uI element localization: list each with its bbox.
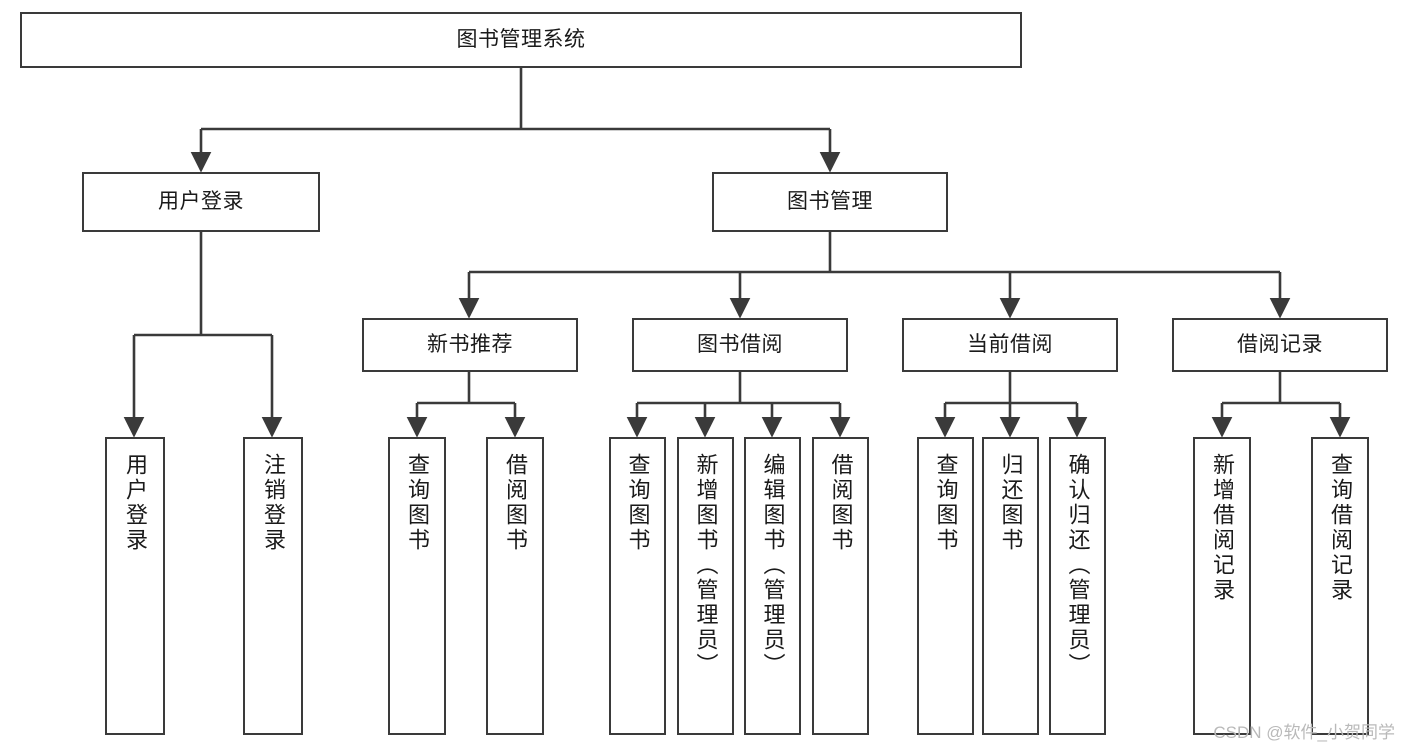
- node-root[interactable]: 图书管理系统: [20, 12, 1022, 68]
- node-add-borrow-record-label: 新增借阅记录: [1210, 453, 1235, 603]
- node-borrow-book-1[interactable]: 借阅图书: [486, 437, 544, 735]
- node-new-book-recommend-label: 新书推荐: [427, 332, 513, 356]
- node-current-borrow-label: 当前借阅: [967, 332, 1053, 356]
- node-book-borrow-label: 图书借阅: [697, 332, 783, 356]
- node-borrow-book-1-label: 借阅图书: [503, 453, 528, 553]
- node-borrow-book-2[interactable]: 借阅图书: [812, 437, 869, 735]
- node-book-manage[interactable]: 图书管理: [712, 172, 948, 232]
- node-confirm-return-admin[interactable]: 确认归还（管理员）: [1049, 437, 1106, 735]
- node-query-book-2[interactable]: 查询图书: [609, 437, 666, 735]
- node-confirm-return-admin-label: 确认归还（管理员）: [1065, 453, 1091, 678]
- node-query-borrow-record-label: 查询借阅记录: [1328, 453, 1353, 603]
- node-borrow-record[interactable]: 借阅记录: [1172, 318, 1388, 372]
- csdn-watermark: CSDN @软件_小贺同学: [1213, 723, 1395, 742]
- node-edit-book-admin[interactable]: 编辑图书（管理员）: [744, 437, 801, 735]
- node-query-book-3-label: 查询图书: [933, 453, 959, 553]
- node-user-login-label: 用户登录: [158, 189, 244, 213]
- node-query-borrow-record[interactable]: 查询借阅记录: [1311, 437, 1369, 735]
- node-new-book-recommend[interactable]: 新书推荐: [362, 318, 578, 372]
- node-user-login-leaf[interactable]: 用户登录: [105, 437, 165, 735]
- node-return-book-label: 归还图书: [998, 453, 1024, 553]
- node-query-book-1[interactable]: 查询图书: [388, 437, 446, 735]
- node-add-borrow-record[interactable]: 新增借阅记录: [1193, 437, 1251, 735]
- node-root-label: 图书管理系统: [456, 27, 586, 51]
- node-add-book-admin[interactable]: 新增图书（管理员）: [677, 437, 734, 735]
- node-user-logout-leaf[interactable]: 注销登录: [243, 437, 303, 735]
- node-user-login[interactable]: 用户登录: [82, 172, 320, 232]
- node-return-book[interactable]: 归还图书: [982, 437, 1039, 735]
- node-add-book-admin-label: 新增图书（管理员）: [693, 453, 719, 678]
- node-book-manage-label: 图书管理: [787, 189, 873, 213]
- node-current-borrow[interactable]: 当前借阅: [902, 318, 1118, 372]
- node-user-login-leaf-label: 用户登录: [123, 453, 148, 553]
- node-user-logout-leaf-label: 注销登录: [261, 453, 286, 553]
- node-query-book-3[interactable]: 查询图书: [917, 437, 974, 735]
- node-edit-book-admin-label: 编辑图书（管理员）: [760, 453, 786, 678]
- node-borrow-book-2-label: 借阅图书: [828, 453, 854, 553]
- node-borrow-record-label: 借阅记录: [1237, 332, 1323, 356]
- node-query-book-2-label: 查询图书: [625, 453, 651, 553]
- node-query-book-1-label: 查询图书: [405, 453, 430, 553]
- node-book-borrow[interactable]: 图书借阅: [632, 318, 848, 372]
